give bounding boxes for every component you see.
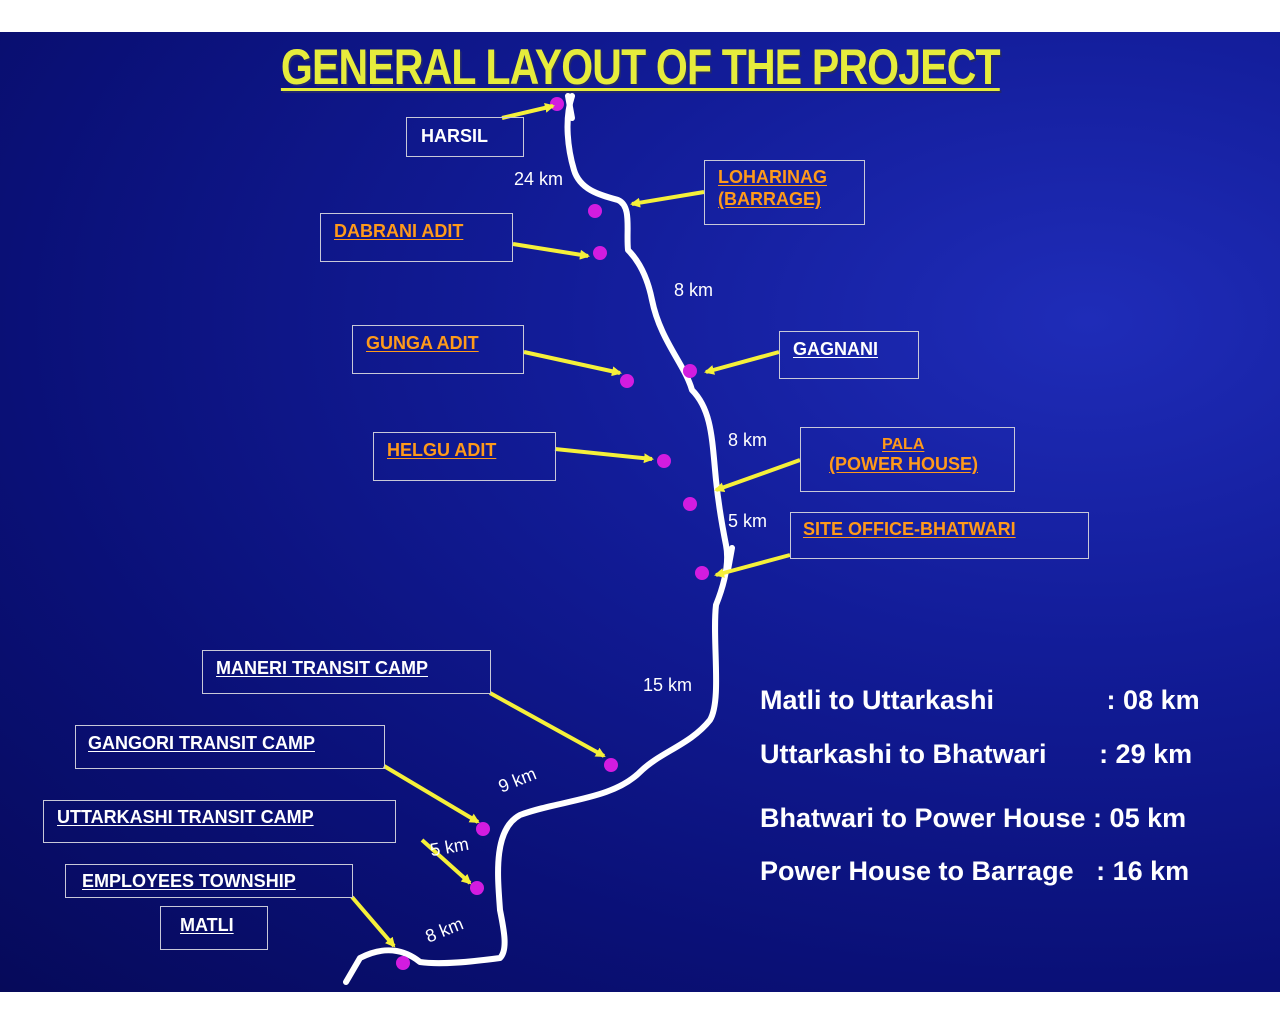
dabrani-label: DABRANI ADIT <box>334 221 464 241</box>
gunga-arrow <box>523 350 622 377</box>
summary-matli-uttarkashi: Matli to Uttarkashi : 08 km <box>760 685 1200 715</box>
harsil-marker <box>550 97 564 111</box>
loharinag-arrow <box>630 190 705 208</box>
matli-label-box: MATLI <box>160 906 268 950</box>
bhatwari-marker <box>695 566 709 580</box>
river-spur <box>565 93 575 121</box>
summary-bhatwari-powerhouse: Bhatwari to Power House : 05 km <box>760 803 1187 833</box>
loharinag-marker <box>588 204 602 218</box>
helgu-marker <box>657 454 671 468</box>
uttarkashi-arrow <box>420 838 472 885</box>
gangori-arrow <box>382 764 480 824</box>
summary-uttarkashi-bhatwari: Uttarkashi to Bhatwari : 29 km <box>760 739 1193 769</box>
distance-harsil-loharinag: 24 km <box>514 169 564 189</box>
pala-sublabel: (POWER HOUSE) <box>829 454 979 474</box>
loharinag-label: LOHARINAG <box>718 167 827 187</box>
distance-pala-bhatwari: 5 km <box>728 511 768 531</box>
uttarkashi-marker <box>470 881 484 895</box>
site-office-arrow <box>714 553 791 578</box>
gangori-label: GANGORI TRANSIT CAMP <box>88 733 315 753</box>
maneri-label: MANERI TRANSIT CAMP <box>216 658 428 678</box>
gangori-marker <box>476 822 490 836</box>
site-office-label-box: SITE OFFICE-BHATWARI <box>790 512 1089 559</box>
gunga-marker <box>620 374 634 388</box>
harsil-arrow <box>501 102 555 120</box>
township-label-box: EMPLOYEES TOWNSHIP <box>65 864 353 898</box>
river-spur-bhatwari <box>725 545 735 573</box>
helgu-label: HELGU ADIT <box>387 440 497 460</box>
harsil-label-box: HARSIL <box>406 117 524 157</box>
township-arrow <box>350 895 396 948</box>
harsil-label: HARSIL <box>421 126 488 146</box>
loharinag-sublabel: (BARRAGE) <box>718 189 821 209</box>
pala-label: PALA <box>882 436 925 453</box>
distance-gagnani-pala: 8 km <box>728 430 768 450</box>
summary-powerhouse-barrage: Power House to Barrage : 16 km <box>760 856 1190 886</box>
dabrani-marker <box>593 246 607 260</box>
slide-title: GENERAL LAYOUT OF THE PROJECT <box>280 39 1001 95</box>
maneri-label-box: MANERI TRANSIT CAMP <box>202 650 491 694</box>
gunga-label-box: GUNGA ADIT <box>352 325 524 374</box>
maneri-arrow <box>489 691 606 758</box>
pala-label-box: PALA (POWER HOUSE) <box>800 427 1015 492</box>
gagnani-label: GAGNANI <box>793 339 878 359</box>
matli-label: MATLI <box>180 915 234 935</box>
gagnani-arrow <box>704 350 780 375</box>
maneri-marker <box>604 758 618 772</box>
uttarkashi-label: UTTARKASHI TRANSIT CAMP <box>57 807 314 827</box>
gangori-label-box: GANGORI TRANSIT CAMP <box>75 725 385 769</box>
site-office-label: SITE OFFICE-BHATWARI <box>803 519 1016 539</box>
distance-loharinag-gagnani: 8 km <box>674 280 714 300</box>
matli-marker <box>396 956 410 970</box>
township-label: EMPLOYEES TOWNSHIP <box>82 871 296 891</box>
dabrani-label-box: DABRANI ADIT <box>320 213 513 262</box>
distance-bhatwari-maneri: 15 km <box>643 675 693 695</box>
helgu-arrow <box>554 447 654 464</box>
gagnani-marker <box>683 364 697 378</box>
pala-marker <box>683 497 697 511</box>
gagnani-label-box: GAGNANI <box>779 331 919 379</box>
uttarkashi-label-box: UTTARKASHI TRANSIT CAMP <box>43 800 396 843</box>
dabrani-arrow <box>512 242 590 260</box>
pala-arrow <box>714 458 801 493</box>
helgu-label-box: HELGU ADIT <box>373 432 556 481</box>
river-route <box>343 93 730 985</box>
gunga-label: GUNGA ADIT <box>366 333 479 353</box>
loharinag-label-box: LOHARINAG (BARRAGE) <box>704 160 865 225</box>
